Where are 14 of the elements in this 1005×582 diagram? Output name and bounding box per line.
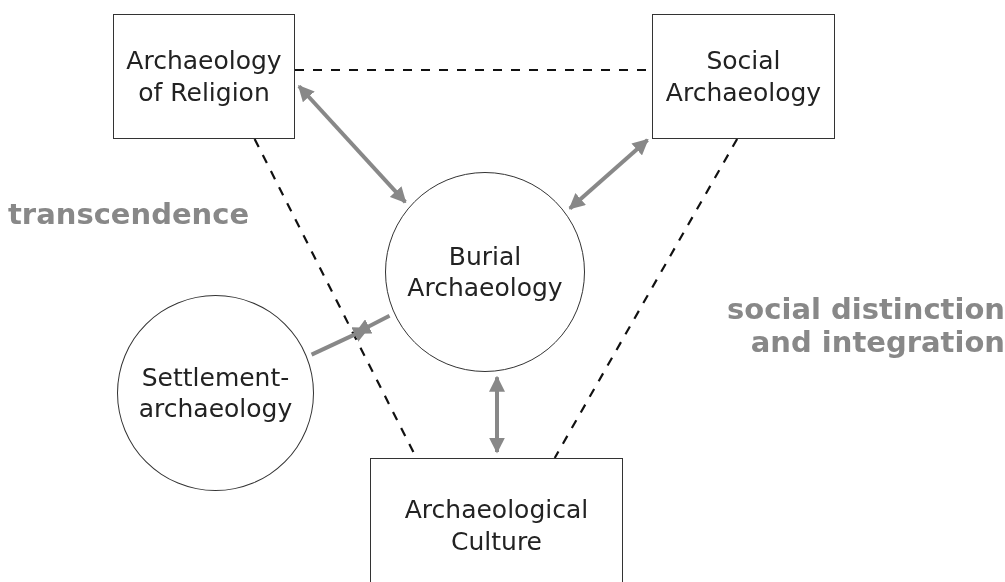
- dashed-line: [553, 138, 739, 459]
- double-arrow: [297, 84, 407, 204]
- annotation-text: transcendence: [8, 198, 251, 232]
- node-label: Burial Archaeology: [406, 240, 564, 304]
- double-arrow: [489, 375, 505, 454]
- node-label: Settlement-archaeology: [137, 361, 294, 425]
- box-node: [652, 14, 835, 139]
- box-node: [370, 458, 623, 582]
- annotation-text: social distinction and integration: [726, 293, 1005, 360]
- box-node: [113, 14, 295, 139]
- node-label: Social Archaeology: [664, 45, 823, 108]
- double-arrow: [568, 138, 649, 211]
- node-label: Archaeological Culture: [403, 494, 590, 557]
- node-label: Archaeology of Religion: [125, 45, 283, 108]
